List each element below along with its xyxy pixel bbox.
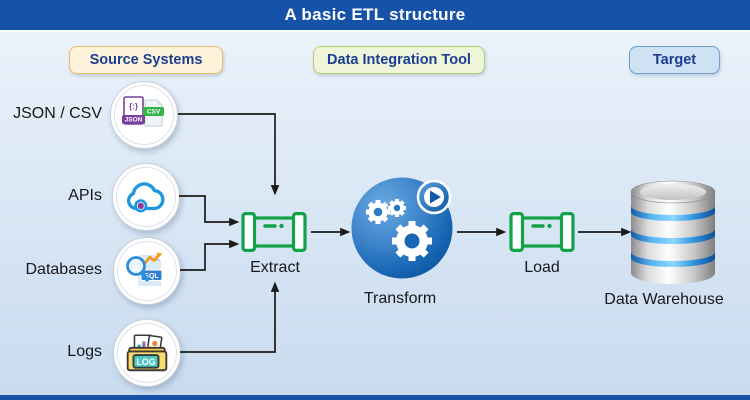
source-label-json-csv: JSON / CSV <box>13 105 102 122</box>
badge-source-systems: Source Systems <box>69 46 223 74</box>
pipe-flange-left <box>241 212 257 252</box>
pipe-flange-left <box>509 212 525 252</box>
pipe-dot <box>279 223 284 229</box>
bottom-bar <box>0 395 750 400</box>
pipe-dot <box>547 223 552 229</box>
node-label-data-warehouse: Data Warehouse <box>604 291 724 308</box>
source-label-logs: Logs <box>67 343 102 360</box>
node-label-extract: Extract <box>250 259 300 276</box>
pipe-flange-right <box>291 212 307 252</box>
gear-tiny <box>388 199 406 217</box>
pipe-flange-right <box>559 212 575 252</box>
node-label-load: Load <box>524 259 560 276</box>
source-node-logs: LOG <box>113 319 181 387</box>
source-label-apis: APIs <box>68 187 102 204</box>
page-title: A basic ETL structure <box>284 5 466 24</box>
source-node-databases: SQL <box>113 237 181 305</box>
load-pipe-icon <box>509 212 575 252</box>
blue-band-2 <box>631 229 715 244</box>
arrow-json-to-extract <box>178 113 280 196</box>
badge-target-label: Target <box>652 52 697 68</box>
play-button-icon <box>416 179 452 215</box>
node-label-transform: Transform <box>363 290 437 307</box>
cylinder-top-cap <box>640 184 706 200</box>
badge-target: Target <box>629 46 720 74</box>
arrow-databases-to-extract <box>180 239 240 271</box>
source-node-apis <box>112 163 180 231</box>
badge-source-label: Source Systems <box>89 52 203 68</box>
source-label-databases: Databases <box>25 261 103 278</box>
gear-large <box>392 221 432 261</box>
gear-small <box>366 200 390 224</box>
blue-band-1 <box>631 206 715 221</box>
arrow-apis-to-extract <box>179 195 240 227</box>
badge-data-integration-tool: Data Integration Tool <box>313 46 485 74</box>
title-bar: A basic ETL structure <box>0 0 750 32</box>
source-node-json-csv: {:} CSV JSON <box>110 81 178 149</box>
badge-integration-label: Data Integration Tool <box>327 52 471 68</box>
data-warehouse-icon <box>630 180 716 284</box>
transform-gears-icon <box>351 177 453 279</box>
arrow-logs-to-extract <box>180 281 280 353</box>
extract-pipe-icon <box>241 212 307 252</box>
blue-band-3 <box>631 252 715 267</box>
